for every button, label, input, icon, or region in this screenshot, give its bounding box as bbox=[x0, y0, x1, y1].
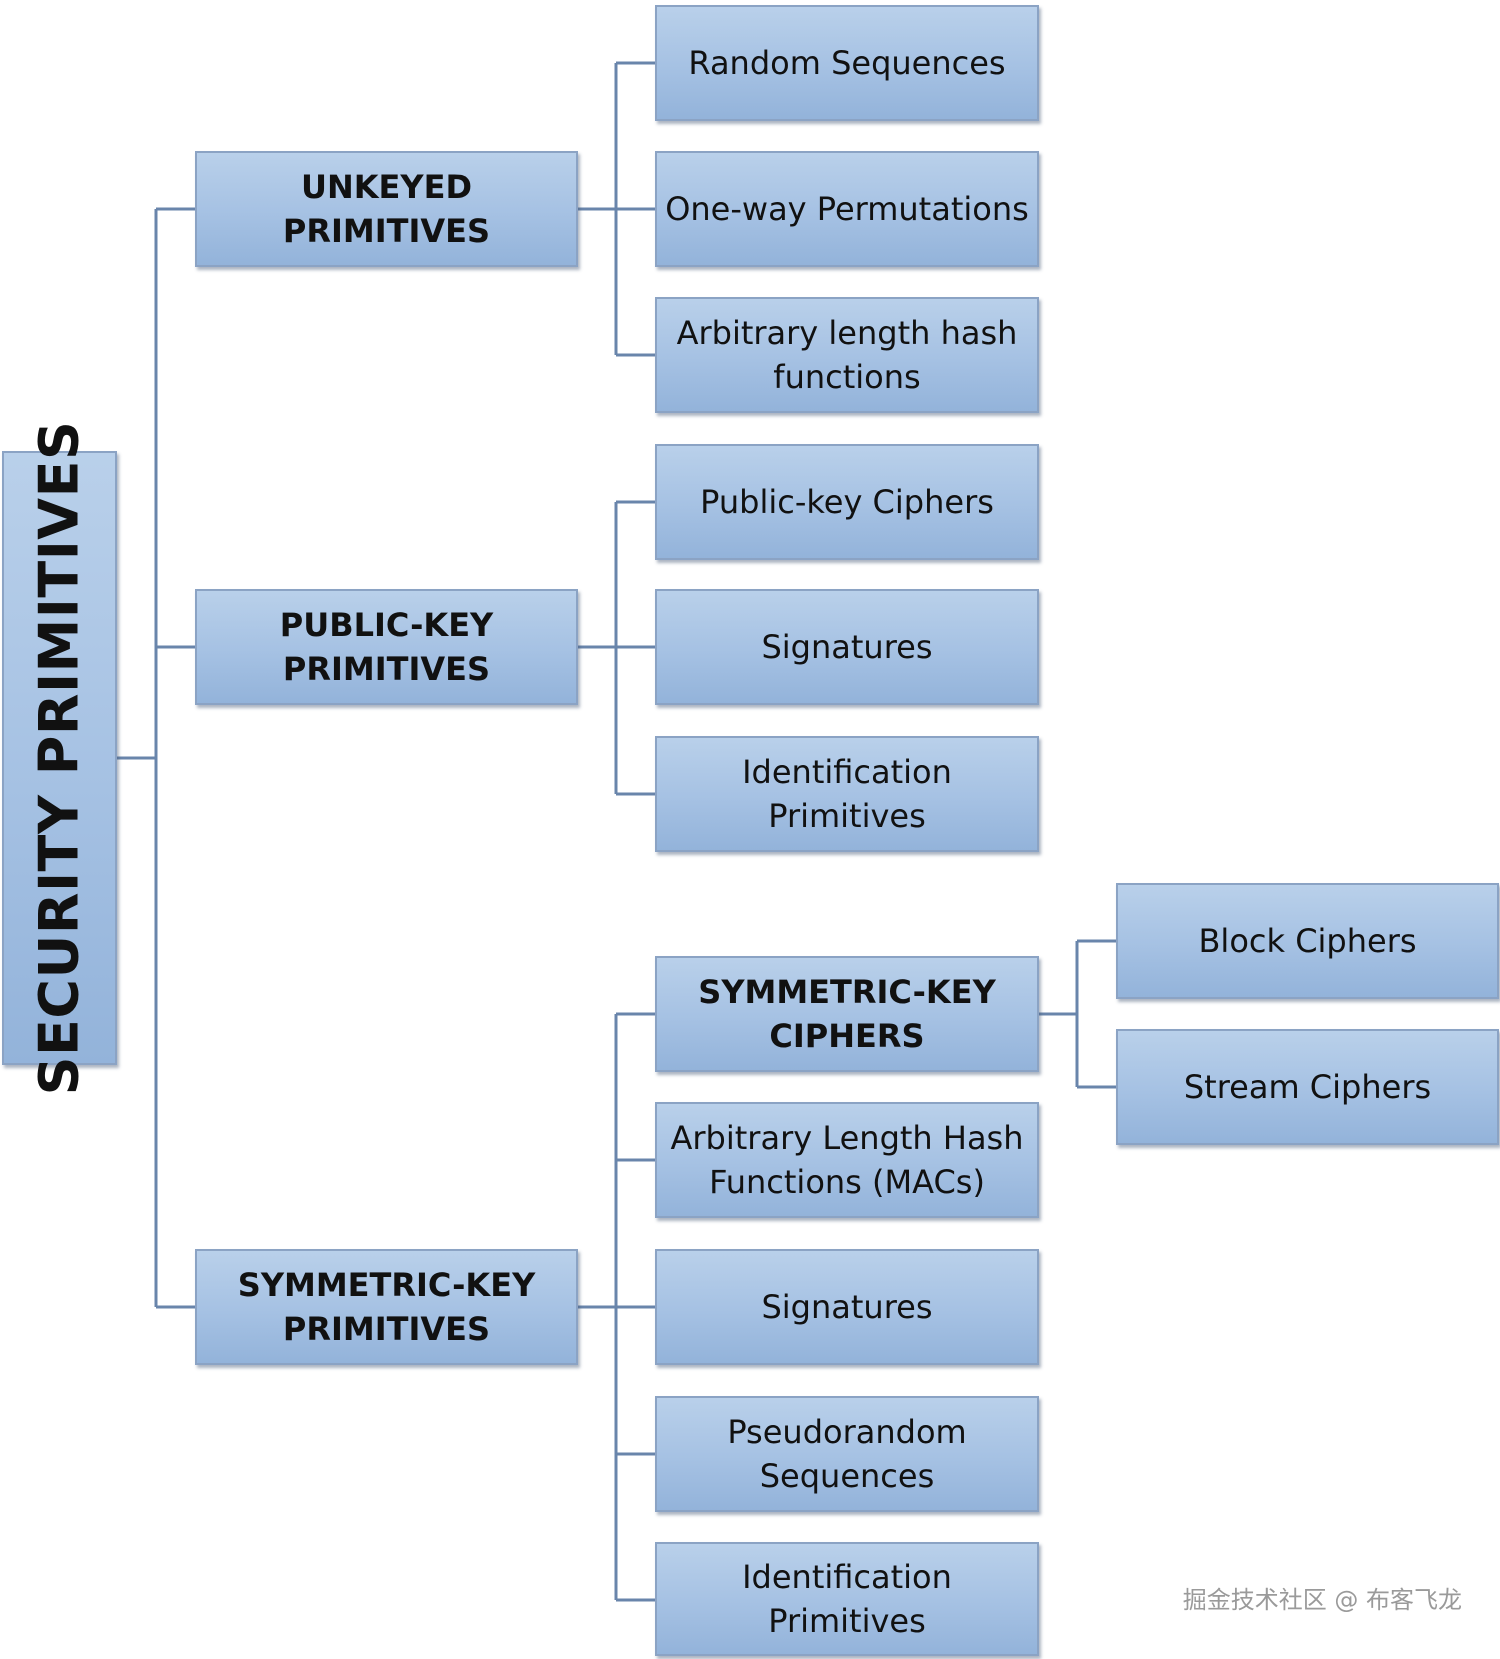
node-label: Block Ciphers bbox=[1198, 922, 1417, 960]
node-label: Random Sequences bbox=[688, 44, 1006, 82]
node-public-key-signatures: Signatures bbox=[655, 589, 1039, 705]
node-one-way-permutations: One-way Permutations bbox=[655, 151, 1039, 267]
node-label: SYMMETRIC-KEY CIPHERS bbox=[698, 973, 996, 1055]
root-node-security-primitives: SECURITY PRIMITIVES bbox=[2, 421, 117, 1095]
node-label: Signatures bbox=[761, 1288, 933, 1326]
node-label: Arbitrary length hash functions bbox=[676, 314, 1018, 396]
node-label: Signatures bbox=[761, 628, 933, 666]
node-label: UNKEYED PRIMITIVES bbox=[282, 168, 491, 250]
node-label: Identification Primitives bbox=[742, 753, 952, 835]
node-label: Public-key Ciphers bbox=[700, 483, 994, 521]
node-arbitrary-length-hash-functions: Arbitrary length hash functions bbox=[655, 297, 1039, 413]
node-symmetric-key-ciphers: SYMMETRIC-KEY CIPHERS bbox=[655, 956, 1039, 1072]
node-label: Identification Primitives bbox=[742, 1558, 952, 1640]
node-label: Arbitrary Length Hash Functions (MACs) bbox=[670, 1119, 1024, 1201]
node-symmetric-signatures: Signatures bbox=[655, 1249, 1039, 1365]
node-label: SYMMETRIC-KEY PRIMITIVES bbox=[237, 1266, 536, 1348]
node-unkeyed-primitives: UNKEYED PRIMITIVES bbox=[195, 151, 578, 267]
node-block-ciphers: Block Ciphers bbox=[1116, 883, 1499, 999]
node-public-key-ciphers: Public-key Ciphers bbox=[655, 444, 1039, 560]
node-label: PUBLIC-KEY PRIMITIVES bbox=[279, 606, 494, 688]
node-random-sequences: Random Sequences bbox=[655, 5, 1039, 121]
node-label: Stream Ciphers bbox=[1183, 1068, 1432, 1106]
node-symmetric-identification-primitives: Identification Primitives bbox=[655, 1542, 1039, 1656]
node-symmetric-key-primitives: SYMMETRIC-KEY PRIMITIVES bbox=[195, 1249, 578, 1365]
watermark-text: 掘金技术社区 @ 布客飞龙 bbox=[1182, 1586, 1462, 1614]
node-pseudorandom-sequences: Pseudorandom Sequences bbox=[655, 1396, 1039, 1512]
root-label: SECURITY PRIMITIVES bbox=[27, 420, 91, 1096]
node-label: One-way Permutations bbox=[665, 190, 1029, 228]
node-public-key-primitives: PUBLIC-KEY PRIMITIVES bbox=[195, 589, 578, 705]
node-stream-ciphers: Stream Ciphers bbox=[1116, 1029, 1499, 1145]
node-arbitrary-length-hash-functions-macs: Arbitrary Length Hash Functions (MACs) bbox=[655, 1102, 1039, 1218]
node-label: Pseudorandom Sequences bbox=[727, 1413, 967, 1495]
node-public-key-identification-primitives: Identification Primitives bbox=[655, 736, 1039, 852]
